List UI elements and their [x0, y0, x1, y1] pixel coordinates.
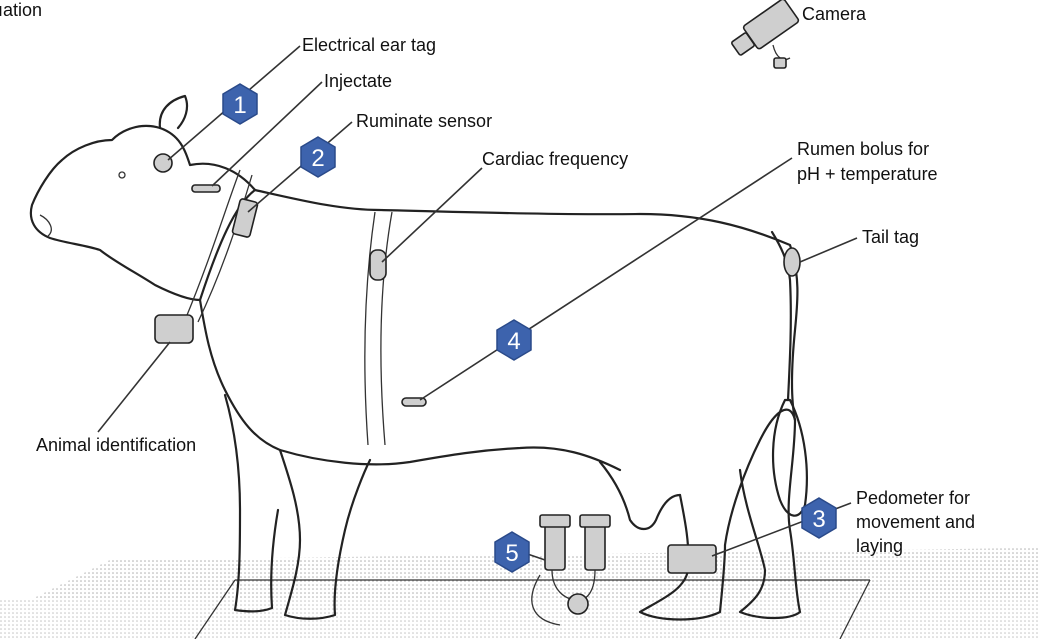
- badge-2: 2: [301, 137, 335, 177]
- rumen-bolus-label-line1: Rumen bolus for: [797, 139, 929, 159]
- ruminate-sensor-label: Ruminate sensor: [356, 111, 492, 131]
- ear-tag-device: [154, 154, 172, 172]
- badge-1: 1: [223, 84, 257, 124]
- pedometer-device: [668, 545, 716, 573]
- cow-outline: [31, 96, 807, 620]
- ear-tag-label: Electrical ear tag: [302, 35, 436, 55]
- badge-2-number: 2: [311, 145, 324, 172]
- pedometer-label-line3: laying: [856, 536, 903, 556]
- camera-icon: [731, 0, 799, 68]
- badge-3-number: 3: [812, 506, 825, 533]
- cardiac-sensor-device: [370, 250, 386, 280]
- badge-1-number: 1: [233, 92, 246, 119]
- cardiac-frequency-label: Cardiac frequency: [482, 149, 628, 169]
- fragment-label: ıation: [0, 0, 42, 20]
- animal-identification-label: Animal identification: [36, 435, 196, 455]
- pedometer-label-line1: Pedometer for: [856, 488, 970, 508]
- rumen-bolus-label-line2: pH + temperature: [797, 164, 938, 184]
- injectate-label: Injectate: [324, 71, 392, 91]
- badge-5-number: 5: [505, 540, 518, 567]
- pedometer-label-line2: movement and: [856, 512, 975, 532]
- tail-tag-device: [784, 248, 800, 276]
- ruminate-sensor-device: [232, 198, 258, 237]
- badge-4-number: 4: [507, 328, 520, 355]
- badge-3: 3: [802, 498, 836, 538]
- labels: ıation Camera Electrical ear tag Injecta…: [0, 0, 975, 556]
- badge-4: 4: [497, 320, 531, 360]
- tail-tag-label: Tail tag: [862, 227, 919, 247]
- animal-id-device: [155, 315, 193, 343]
- injectate-device: [192, 185, 220, 192]
- camera-label: Camera: [802, 4, 867, 24]
